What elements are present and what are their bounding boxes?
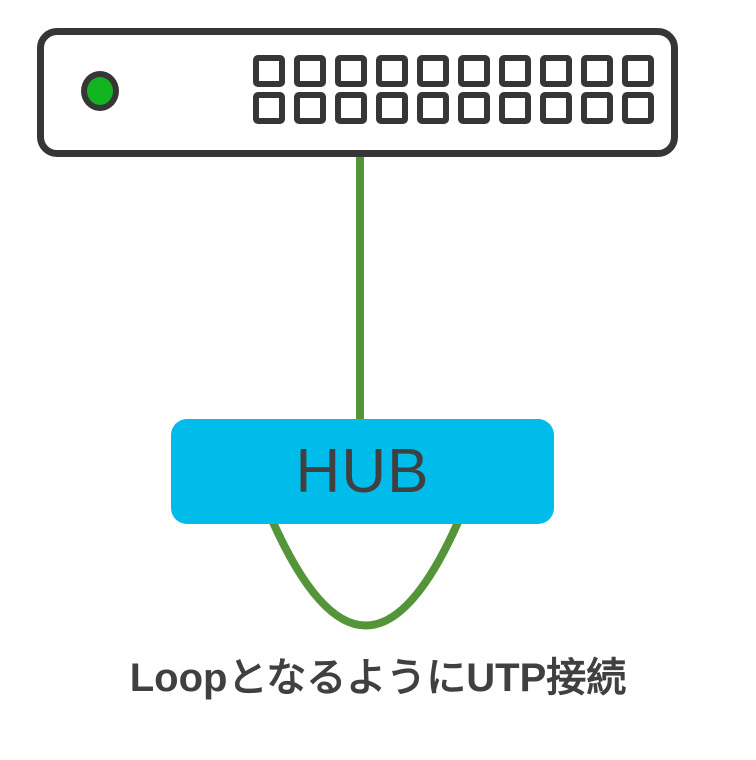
switch-port: [376, 55, 408, 87]
switch-port: [458, 92, 490, 124]
network-switch: [37, 28, 678, 157]
hub-node: HUB: [171, 419, 554, 524]
switch-port: [417, 55, 449, 87]
switch-port: [335, 55, 367, 87]
switch-port: [376, 92, 408, 124]
switch-port: [622, 92, 654, 124]
switch-port: [294, 92, 326, 124]
switch-port: [499, 92, 531, 124]
switch-port: [540, 92, 572, 124]
switch-port: [581, 55, 613, 87]
switch-port: [253, 55, 285, 87]
switch-port: [540, 55, 572, 87]
switch-ports: [253, 55, 654, 124]
switch-port: [458, 55, 490, 87]
switch-port: [335, 92, 367, 124]
caption-text: LoopとなるようにUTP接続: [129, 656, 627, 700]
switch-port: [499, 55, 531, 87]
switch-port: [417, 92, 449, 124]
loop-cable: [268, 516, 463, 630]
switch-port: [622, 55, 654, 87]
hub-label: HUB: [295, 436, 430, 506]
switch-port: [294, 55, 326, 87]
switch-led-indicator: [81, 71, 119, 111]
switch-port: [253, 92, 285, 124]
switch-port: [581, 92, 613, 124]
